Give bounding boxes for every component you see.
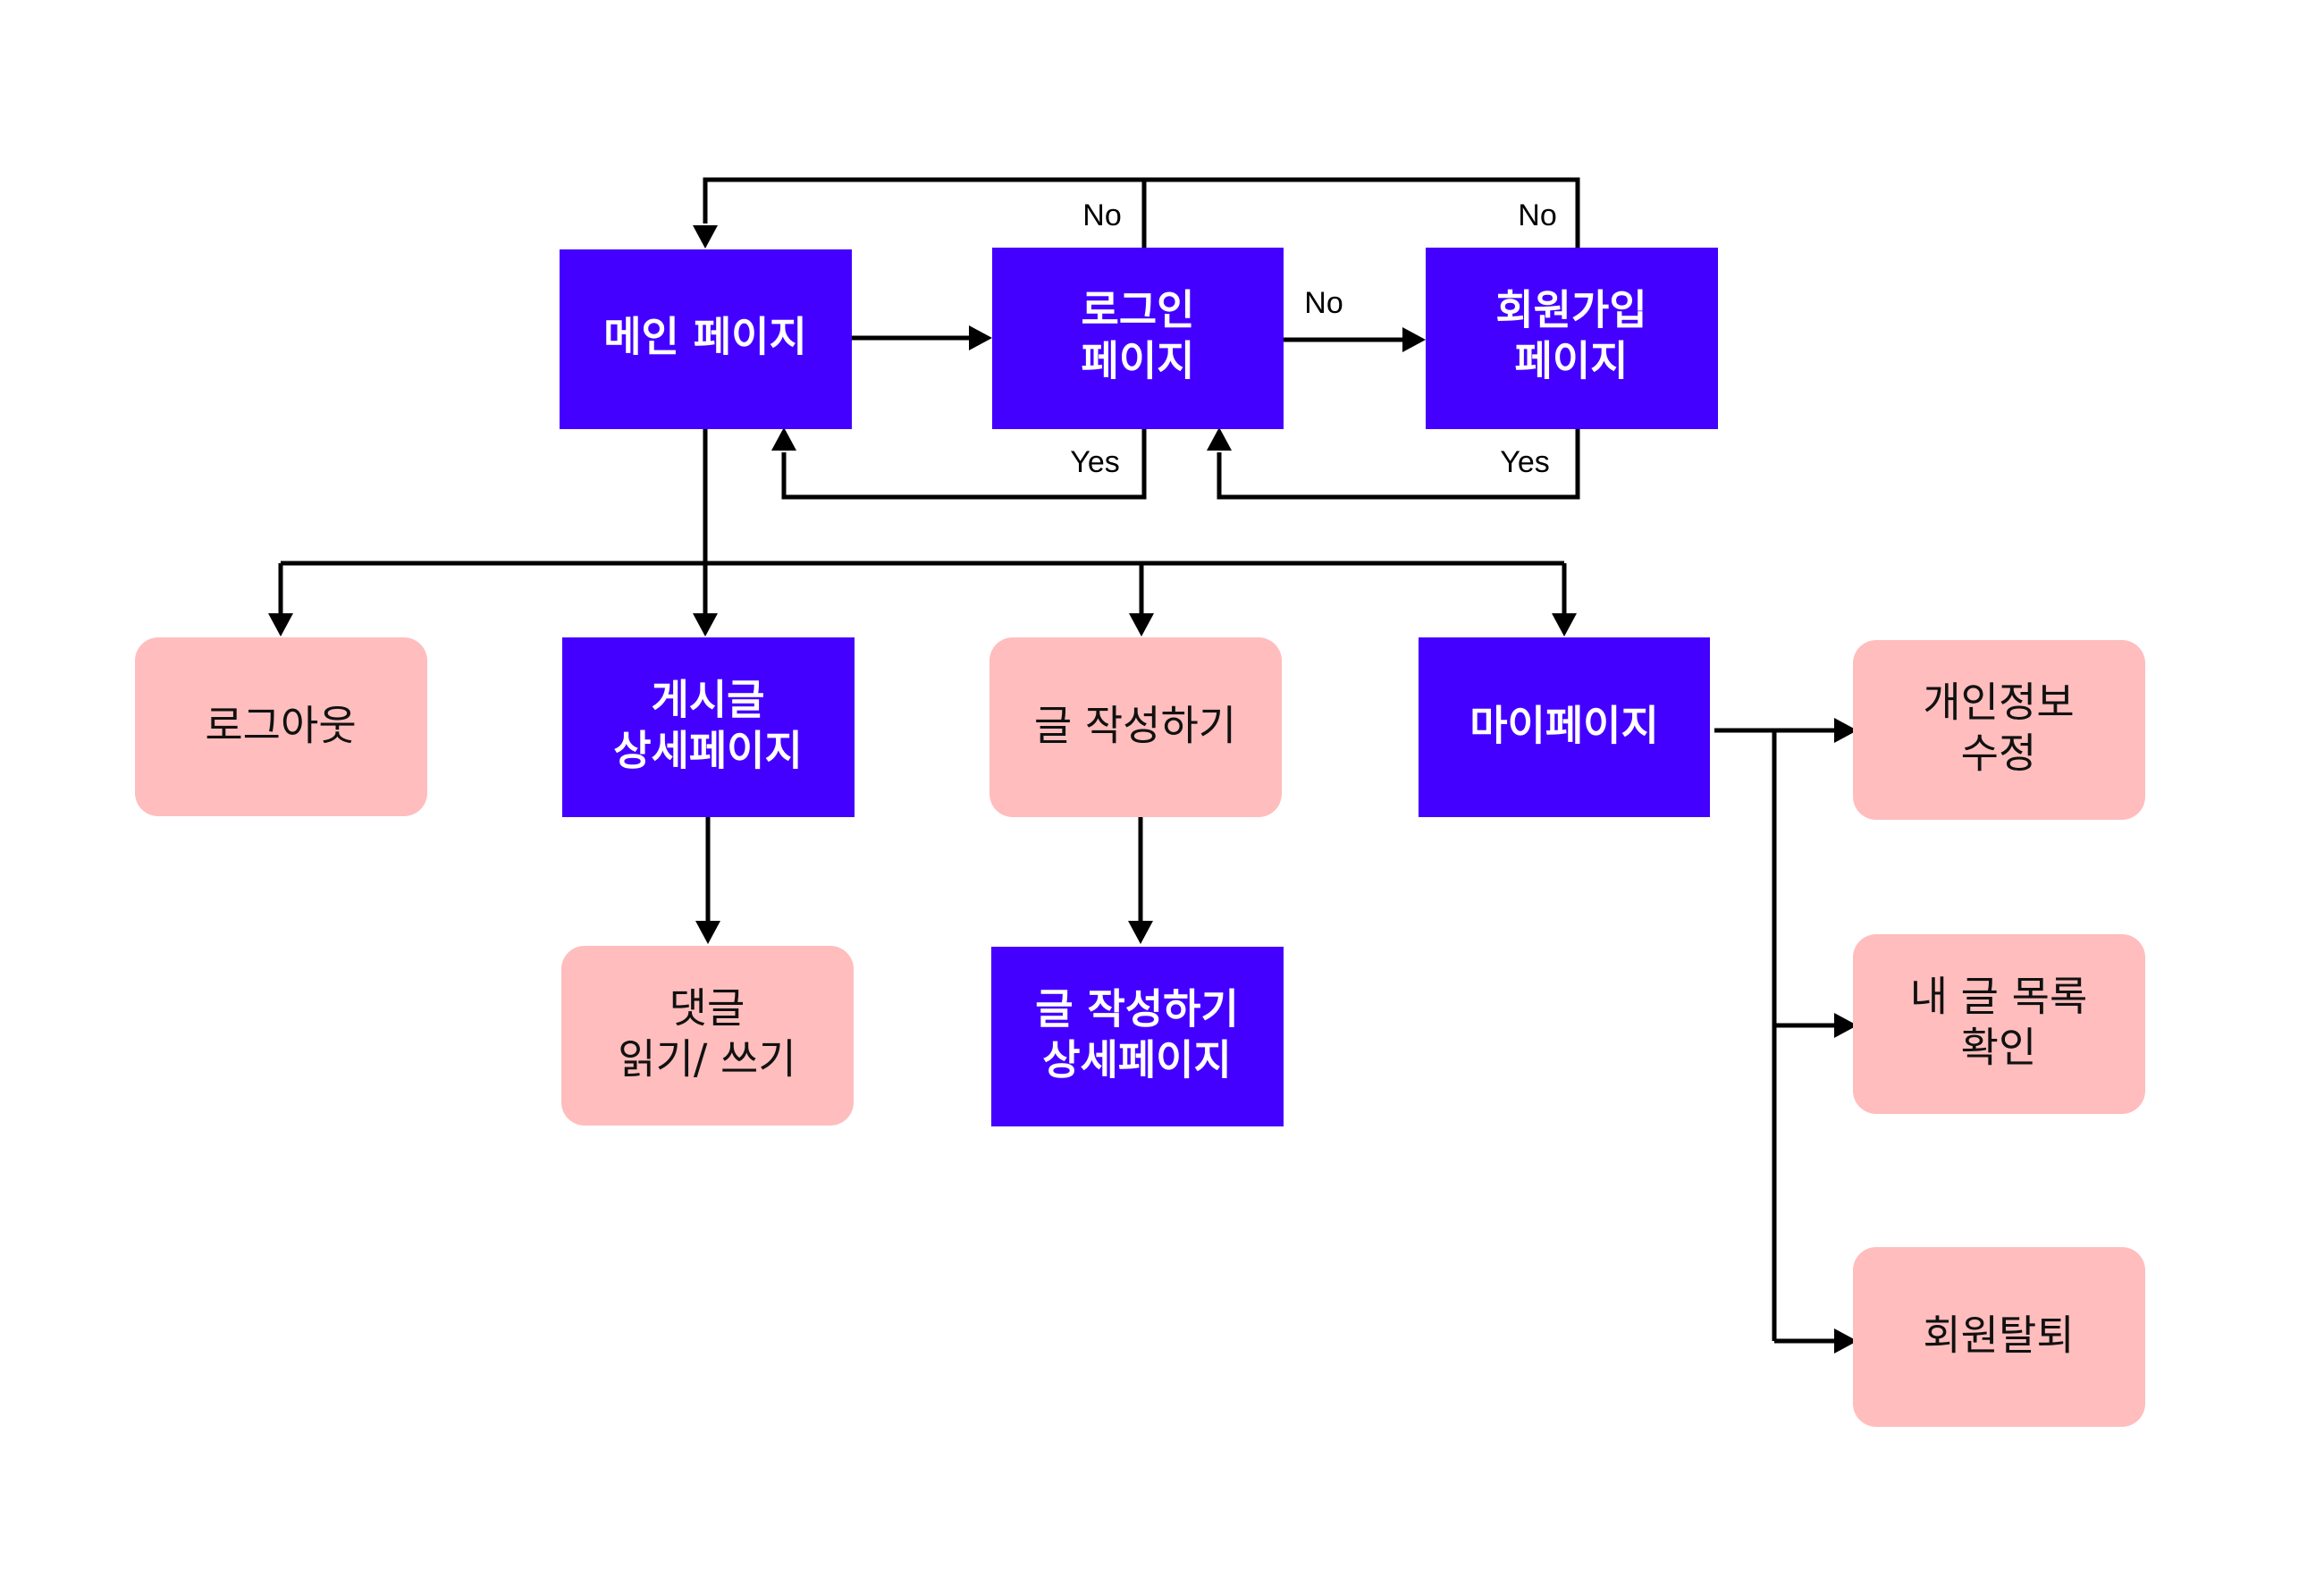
- node-main-page-label: 메인 페이지: [603, 313, 807, 361]
- node-comment: 댓글 읽기/ 쓰기: [561, 946, 854, 1126]
- node-comment-label-2: 읽기/ 쓰기: [618, 1035, 796, 1084]
- node-write-post-detail-label-2: 상세페이지: [1042, 1036, 1232, 1084]
- node-my-posts-label-1: 내 글 목록: [1910, 973, 2088, 1021]
- node-login-page-label-1: 로그인: [1082, 286, 1195, 334]
- arrowhead-login-left: [969, 325, 992, 350]
- node-withdraw: 회원탈퇴: [1853, 1247, 2145, 1427]
- node-login-page-label-2: 페이지: [1082, 337, 1195, 385]
- edge-signup-no-loop: [703, 177, 1580, 248]
- node-post-detail-label-2: 상세페이지: [613, 727, 803, 775]
- arrowhead-main-page-top: [693, 225, 718, 249]
- node-mypage: 마이페이지: [1419, 637, 1710, 817]
- node-signup-page-label-1: 회원가입: [1495, 286, 1646, 334]
- node-withdraw-label: 회원탈퇴: [1923, 1311, 2074, 1360]
- node-write-post-detail: 글 작성하기 상세페이지: [991, 947, 1284, 1126]
- node-login-page: 로그인 페이지: [992, 248, 1284, 429]
- arrowhead-write-detail: [1128, 921, 1153, 944]
- connectors: [268, 177, 1857, 1354]
- node-my-posts: 내 글 목록 확인: [1853, 934, 2145, 1114]
- node-post-detail-label-1: 게시글: [652, 676, 765, 724]
- arrowhead-logout: [268, 613, 293, 637]
- arrowhead-my-posts: [1834, 1013, 1857, 1038]
- node-edit-profile-label-2: 수정: [1961, 729, 2037, 778]
- node-comment-label-1: 댓글: [669, 984, 745, 1033]
- node-main-page: 메인 페이지: [560, 249, 852, 429]
- label-signup-no-loop: No: [1518, 198, 1556, 232]
- node-mypage-label: 마이페이지: [1469, 702, 1659, 750]
- arrowhead-post-detail: [693, 613, 718, 637]
- node-logout: 로그아웃: [135, 637, 427, 816]
- label-login-yes: Yes: [1070, 445, 1119, 479]
- node-my-posts-label-2: 확인: [1961, 1024, 2037, 1072]
- arrowhead-withdraw: [1834, 1328, 1857, 1354]
- node-signup-page-label-2: 페이지: [1515, 337, 1629, 385]
- node-write-post-label: 글 작성하기: [1034, 702, 1236, 750]
- arrowhead-write-post: [1129, 613, 1154, 637]
- label-signup-yes: Yes: [1500, 445, 1549, 479]
- edge-login-yes: [781, 429, 1147, 500]
- node-edit-profile-label-1: 개인정보: [1923, 679, 2074, 727]
- nodes: 메인 페이지 로그인 페이지 회원가입 페이지 로그아웃 게시글 상세페이지 글…: [135, 248, 2145, 1427]
- arrowhead-comment: [695, 921, 720, 944]
- arrowhead-signup-left: [1402, 327, 1426, 352]
- arrowhead-main-page-bottom: [771, 427, 796, 451]
- arrowhead-edit-profile: [1834, 718, 1857, 743]
- arrowhead-mypage: [1552, 613, 1577, 637]
- node-write-post-detail-label-1: 글 작성하기: [1035, 985, 1239, 1033]
- label-login-no-to-signup: No: [1304, 286, 1343, 320]
- node-write-post: 글 작성하기: [989, 637, 1282, 817]
- node-post-detail: 게시글 상세페이지: [562, 637, 855, 817]
- edge-labels: No No No Yes Yes: [1070, 198, 1556, 479]
- node-edit-profile: 개인정보 수정: [1853, 640, 2145, 820]
- arrowhead-login-bottom: [1207, 427, 1232, 451]
- node-signup-page: 회원가입 페이지: [1426, 248, 1718, 429]
- label-login-no-loop: No: [1082, 198, 1121, 232]
- edge-signup-yes: [1217, 429, 1580, 500]
- node-logout-label: 로그아웃: [205, 702, 356, 750]
